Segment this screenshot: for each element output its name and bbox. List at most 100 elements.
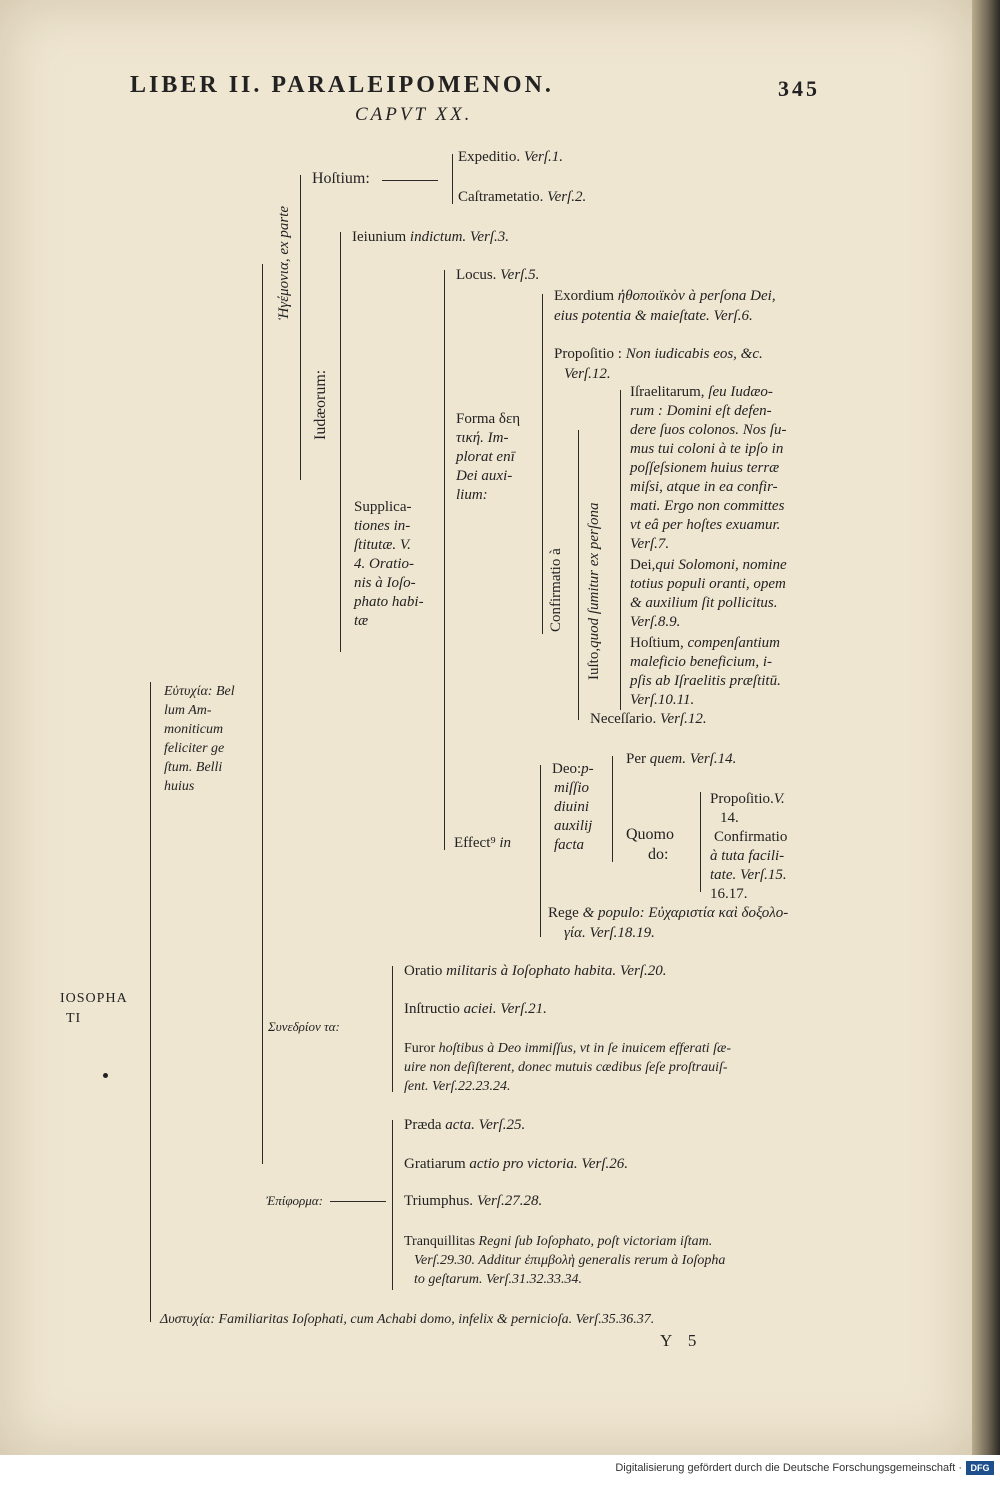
per-quem-line: Per quem. Verſ.14. bbox=[626, 751, 737, 767]
instructio-line: Inſtructio aciei. Verſ.21. bbox=[404, 1001, 547, 1017]
israelitarum-line: rum : Domini eſt defen- bbox=[630, 403, 772, 419]
israelitarum-line: vt eâ per hoſtes exuamur. bbox=[630, 517, 781, 533]
furor-line2: uire non deſiſterent, donec mutuis cædib… bbox=[404, 1060, 728, 1075]
tranquillitas-line1: Tranquillitas Regni ſub Ioſophato, poſt … bbox=[404, 1234, 713, 1249]
bracket-synedrion bbox=[392, 966, 393, 1092]
bracket-effectus bbox=[540, 765, 541, 937]
confirmatio2-line: tate. Verſ.15. bbox=[710, 867, 787, 883]
bracket-root bbox=[150, 682, 151, 1322]
forma-line: plorat enī bbox=[456, 449, 515, 465]
supplicationes-line: nis à Ioſo- bbox=[354, 575, 416, 591]
supplicationes-line: phato habi- bbox=[354, 594, 424, 610]
signature-mark: Y 5 bbox=[660, 1331, 703, 1350]
eutychia-line: ſtum. Belli bbox=[164, 760, 223, 775]
rege-line2: γία. Verſ.18.19. bbox=[564, 925, 655, 941]
bracket-forma bbox=[542, 294, 543, 634]
deo-line: miſſio bbox=[554, 780, 590, 796]
israelitarum-line: dere ſuos colonos. Nos ſu- bbox=[630, 422, 787, 438]
synedrion-label: Συνεδρίον τα: bbox=[268, 1019, 340, 1034]
supplicationes-line: tiones in- bbox=[354, 518, 411, 534]
iusto-label: Iuſto,quod ſumitur ex perſona bbox=[586, 502, 602, 681]
supplicationes-line: ſtitutæ. V. bbox=[354, 537, 411, 553]
oratio-line: Oratio militaris à Ioſophato habita. Ver… bbox=[404, 963, 667, 979]
root-label-line2: TI bbox=[66, 1011, 82, 1026]
dystychia-line: Δυστυχία: Familiaritas Ioſophati, cum Ac… bbox=[160, 1312, 655, 1327]
supplicationes-line: Supplica- bbox=[354, 499, 412, 515]
confirmatio2-line: à tuta facili- bbox=[710, 848, 785, 864]
confirmatio2-line: 16.17. bbox=[710, 886, 748, 902]
ieiunium-line: Ieiunium indictum. Verſ.3. bbox=[352, 229, 510, 245]
bracket-quomodo bbox=[700, 792, 701, 892]
bracket-hegemonia-inner bbox=[300, 175, 301, 480]
supplicationes-line: 4. Oratio- bbox=[354, 556, 414, 572]
triumphus-line: Triumphus. Verſ.27.28. bbox=[404, 1193, 543, 1209]
dei-line: & auxilium ſit pollicitus. bbox=[630, 595, 778, 611]
footer-bar: Digitalisierung gefördert durch die Deut… bbox=[0, 1455, 1000, 1485]
eutychia-line: Εὐτυχία: Bel bbox=[164, 684, 235, 699]
forma-line: lium: bbox=[456, 487, 488, 503]
connector bbox=[330, 1201, 386, 1202]
gratiarum-line: Gratiarum actio pro victoria. Verſ.26. bbox=[404, 1156, 628, 1172]
book-page: LIBER II. PARALEIPOMENON. 345 CAPVT XX. … bbox=[0, 0, 972, 1455]
bracket-hostium bbox=[452, 154, 453, 204]
rege-line1: Rege & populo: Εὐχαριστία καὶ δοξολο- bbox=[548, 905, 789, 921]
footer-credit: Digitalisierung gefördert durch die Deut… bbox=[615, 1462, 962, 1474]
eutychia-line: moniticum bbox=[164, 722, 224, 737]
quomodo-line2: do: bbox=[648, 846, 669, 863]
page-number: 345 bbox=[778, 76, 820, 101]
eutychia-line: huius bbox=[164, 779, 195, 794]
connector bbox=[382, 180, 438, 181]
bracket-deo bbox=[612, 756, 613, 862]
confirmatio-label: Confirmatio à bbox=[548, 548, 564, 632]
running-title: LIBER II. PARALEIPOMENON. bbox=[130, 72, 554, 98]
supplicationes-line: tæ bbox=[354, 613, 369, 629]
propositio-line1: Propoſitio : Non iudicabis eos, &c. bbox=[554, 346, 763, 362]
page-edge bbox=[972, 0, 1000, 1455]
expeditio-line: Expeditio. Verſ.1. bbox=[458, 149, 563, 165]
eutychia-line: feliciter ge bbox=[164, 741, 225, 756]
tranquillitas-line3: to geſtarum. Verſ.31.32.33.34. bbox=[414, 1272, 582, 1287]
dfg-logo: DFG bbox=[966, 1461, 994, 1475]
chapter-heading: CAPVT XX. bbox=[355, 104, 473, 125]
israelitarum-line: mus tui coloni à te ipſo in bbox=[630, 441, 784, 457]
bracket-supplicationes bbox=[444, 270, 445, 850]
israelitarum-line: mati. Ergo non committes bbox=[630, 498, 785, 514]
deo-line: facta bbox=[554, 837, 584, 853]
bracket-iusto bbox=[620, 390, 621, 710]
bracket-epiphora bbox=[392, 1120, 393, 1290]
exordium-line1: Exordium ἠθοποιϊκὸν à perſona Dei, bbox=[554, 288, 776, 304]
exordium-line2: eius potentia & maieſtate. Verſ.6. bbox=[554, 308, 753, 324]
forma-line: Forma δεη bbox=[456, 411, 521, 427]
deo-line: diuini bbox=[554, 799, 590, 815]
necessario-line: Neceſſario. Verſ.12. bbox=[590, 711, 707, 727]
praeda-line: Præda acta. Verſ.25. bbox=[404, 1117, 526, 1133]
propositio2-line1: Propoſitio.V. bbox=[710, 791, 785, 807]
ink-dot bbox=[103, 1073, 108, 1078]
hegemonia-label: Ἡγέμονια, ex parte bbox=[276, 205, 292, 320]
iudaeorum-label: Iudæorum: bbox=[312, 369, 329, 440]
dei-line: Verſ.8.9. bbox=[630, 614, 681, 630]
israelitarum-line: miſsi, atque in ea confir- bbox=[630, 479, 778, 495]
tranquillitas-line2: Verſ.29.30. Additur ἐπιμβολὴ generalis r… bbox=[414, 1253, 726, 1268]
hostium2-line: pſis ab Iſraelitis præſtitū. bbox=[630, 673, 781, 689]
epiphora-label: Ἐπίφορμα: bbox=[266, 1193, 323, 1208]
quomodo-line1: Quomo bbox=[626, 826, 674, 843]
locus-line: Locus. Verſ.5. bbox=[456, 267, 540, 283]
forma-line: Dei auxi- bbox=[456, 468, 513, 484]
furor-line1: Furor hoſtibus à Deo immiſſus, vt in ſe … bbox=[404, 1041, 732, 1056]
bracket-main bbox=[262, 264, 263, 1164]
root-label-line1: IOSOPHA bbox=[60, 991, 128, 1006]
propositio2-line2: 14. bbox=[720, 810, 739, 826]
hostium-label: Hoſtium: bbox=[312, 170, 370, 187]
furor-line3: ſent. Verſ.22.23.24. bbox=[404, 1079, 511, 1094]
bracket-confirmatio bbox=[578, 430, 579, 720]
confirmatio2-line1: Confirmatio bbox=[714, 829, 788, 845]
effectus-label: Effect⁹ in bbox=[454, 835, 512, 851]
israelitarum-line: poſſeſsionem huius terræ bbox=[630, 460, 780, 476]
eutychia-line: lum Am- bbox=[164, 703, 212, 718]
forma-line: τική. Im- bbox=[456, 430, 509, 446]
propositio-line2: Verſ.12. bbox=[564, 366, 611, 382]
israelitarum-line: Verſ.7. bbox=[630, 536, 670, 552]
bracket-iudaeorum bbox=[340, 232, 341, 652]
hostium2-line: maleficio beneficium, i- bbox=[630, 654, 773, 670]
